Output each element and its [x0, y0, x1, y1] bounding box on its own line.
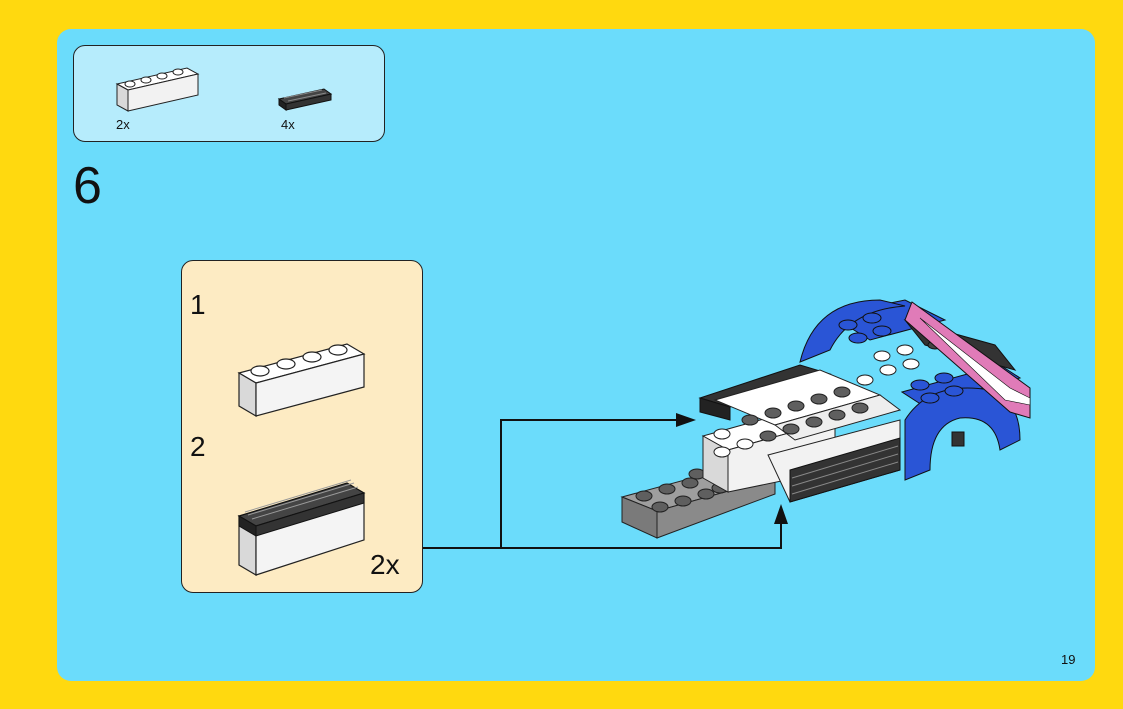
substep-1-number: 1 — [190, 289, 206, 320]
substep-2-number: 2 — [190, 431, 206, 462]
page-number: 19 — [1061, 652, 1076, 667]
substep-1-white-brick-illustration — [237, 343, 366, 418]
substep-multiplier: 2x — [370, 549, 400, 580]
parts-list-box: 2x 4x — [73, 45, 385, 142]
parts-qty-white-brick: 2x — [116, 117, 130, 132]
white-brick-part-icon — [115, 67, 200, 112]
step-number: 6 — [73, 157, 102, 215]
parts-qty-black-grille: 4x — [281, 117, 295, 132]
black-grille-part-icon — [277, 88, 333, 111]
substep-box: 1 2 2x — [181, 260, 423, 593]
substep-2-grille-brick-illustration — [237, 479, 366, 577]
